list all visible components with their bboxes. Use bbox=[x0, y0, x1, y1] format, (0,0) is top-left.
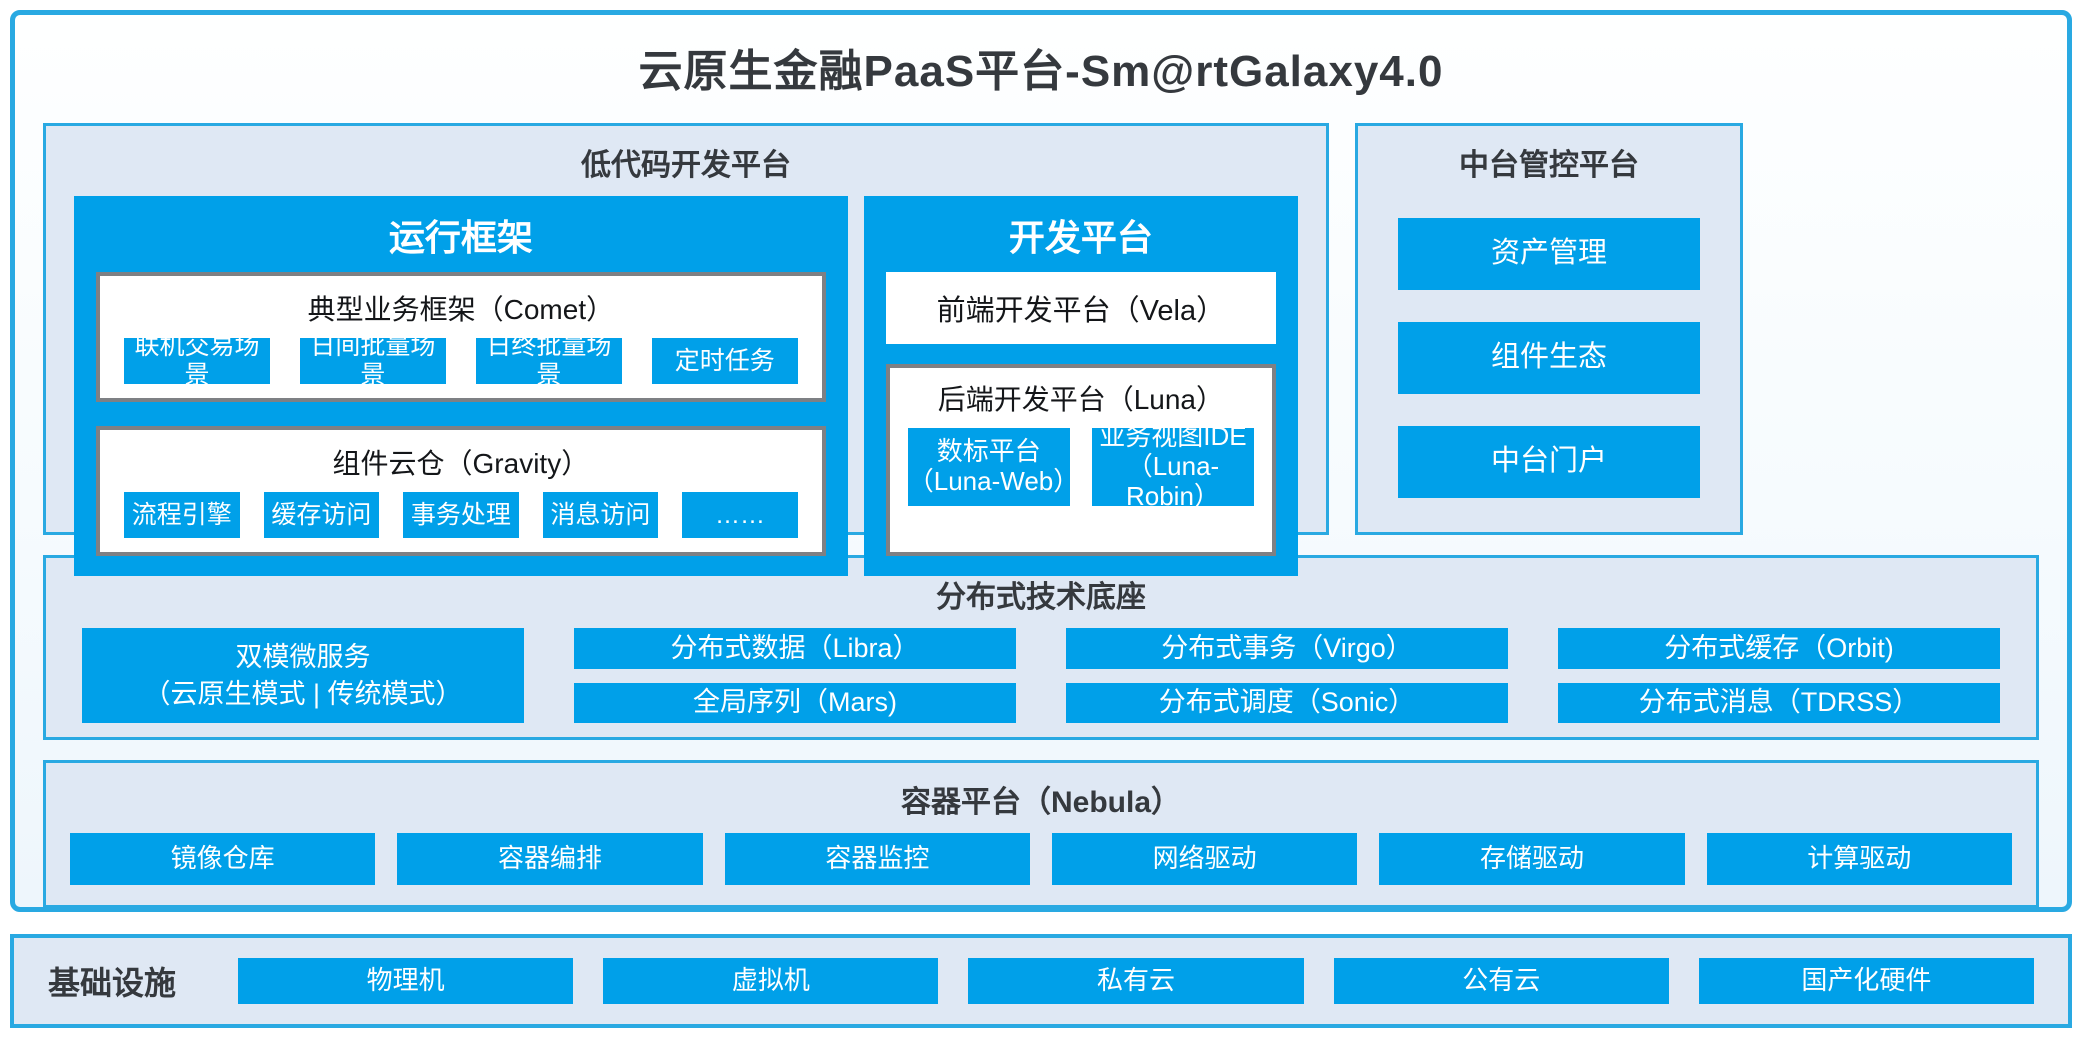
dev-platform-title: 开发平台 bbox=[1008, 217, 1153, 258]
panel-low-code-dev-platform: 低代码开发平台 运行框架 典型业务框架（Comet） 联机交易场景 日间批量场景… bbox=[43, 123, 1329, 576]
platform-frame: 云原生金融PaaS平台-Sm@rtGalaxy4.0 低代码开发平台 运行框架 … bbox=[10, 10, 2072, 912]
dual-mode-line2: （云原生模式 | 传统模式） bbox=[143, 678, 463, 709]
node-process-engine: 流程引擎 bbox=[124, 492, 240, 538]
low-code-panel-title: 低代码开发平台 bbox=[581, 149, 791, 182]
node-frontend-dev-platform-vela: 前端开发平台（Vela） bbox=[885, 272, 1276, 344]
node-dual-mode-microservice: 双模微服务 （云原生模式 | 传统模式） bbox=[82, 628, 524, 723]
container-platform-items: 镜像仓库 容器编排 容器监控 网络驱动 存储驱动 计算驱动 bbox=[46, 831, 2036, 885]
runtime-framework-title: 运行框架 bbox=[388, 217, 533, 258]
mid-platform-items: 资产管理 组件生态 中台门户 bbox=[1358, 194, 1740, 538]
distributed-column-2: 分布式事务（Virgo） 分布式调度（Sonic） bbox=[1066, 628, 1508, 723]
node-physical-machine: 物理机 bbox=[238, 958, 574, 1004]
node-public-cloud: 公有云 bbox=[1333, 958, 1669, 1004]
node-luna-robin: 业务视图IDE （Luna-Robin） bbox=[1091, 421, 1254, 511]
gravity-title: 组件云仓（Gravity） bbox=[332, 448, 590, 479]
node-message-access: 消息访问 bbox=[542, 492, 659, 538]
panel-distributed-tech-base: 分布式技术底座 双模微服务 （云原生模式 | 传统模式） 分布式数据（Libra… bbox=[43, 555, 2039, 740]
node-intraday-batch-scenario: 日间批量场景 bbox=[299, 332, 446, 389]
node-distributed-transaction-virgo: 分布式事务（Virgo） bbox=[1066, 628, 1508, 669]
luna-robin-code: （Luna-Robin） bbox=[1125, 451, 1220, 511]
node-image-registry: 镜像仓库 bbox=[70, 833, 376, 885]
comet-title: 典型业务框架（Comet） bbox=[307, 294, 615, 325]
diagram-title: 云原生金融PaaS平台-Sm@rtGalaxy4.0 bbox=[638, 47, 1444, 96]
node-eod-batch-scenario: 日终批量场景 bbox=[475, 332, 622, 389]
node-storage-driver: 存储驱动 bbox=[1379, 833, 1685, 885]
node-domestic-hardware: 国产化硬件 bbox=[1698, 958, 2035, 1004]
box-comet-framework: 典型业务框架（Comet） 联机交易场景 日间批量场景 日终批量场景 定时任务 bbox=[96, 272, 826, 402]
node-container-orchestration: 容器编排 bbox=[397, 833, 703, 885]
node-network-driver: 网络驱动 bbox=[1051, 833, 1358, 885]
node-distributed-cache-orbit: 分布式缓存（Orbit) bbox=[1558, 628, 2000, 669]
node-private-cloud: 私有云 bbox=[968, 958, 1304, 1004]
top-row: 低代码开发平台 运行框架 典型业务框架（Comet） 联机交易场景 日间批量场景… bbox=[43, 123, 2039, 576]
luna-title: 后端开发平台（Luna） bbox=[937, 384, 1225, 415]
distributed-column-3: 分布式缓存（Orbit) 分布式消息（TDRSS） bbox=[1558, 628, 2000, 723]
node-transaction-processing: 事务处理 bbox=[403, 492, 519, 538]
infrastructure-items: 物理机 虚拟机 私有云 公有云 国产化硬件 bbox=[238, 958, 2035, 1004]
luna-web-code: （Luna-Web） bbox=[907, 466, 1080, 496]
mid-platform-title: 中台管控平台 bbox=[1459, 149, 1639, 182]
node-online-trading-scenario: 联机交易场景 bbox=[124, 332, 270, 389]
panel-infrastructure: 基础设施 物理机 虚拟机 私有云 公有云 国产化硬件 bbox=[10, 934, 2072, 1028]
infrastructure-label: 基础设施 bbox=[48, 965, 177, 1001]
panel-container-platform: 容器平台（Nebula） 镜像仓库 容器编排 容器监控 网络驱动 存储驱动 计算… bbox=[43, 760, 2039, 908]
node-asset-management: 资产管理 bbox=[1398, 218, 1700, 290]
node-distributed-scheduling-sonic: 分布式调度（Sonic） bbox=[1066, 682, 1508, 723]
box-backend-dev-platform-luna: 后端开发平台（Luna） 数标平台 （Luna-Web） 业务视图IDE （Lu… bbox=[885, 364, 1276, 556]
comet-items-row: 联机交易场景 日间批量场景 日终批量场景 定时任务 bbox=[124, 332, 798, 389]
section-dev-platform: 开发平台 前端开发平台（Vela） 后端开发平台（Luna） 数标平台 （Lun… bbox=[863, 196, 1298, 576]
node-distributed-data-libra: 分布式数据（Libra） bbox=[574, 628, 1016, 669]
panel-mid-platform-control: 中台管控平台 资产管理 组件生态 中台门户 bbox=[1355, 123, 1743, 535]
node-luna-web: 数标平台 （Luna-Web） bbox=[907, 428, 1080, 506]
node-component-ecosystem: 组件生态 bbox=[1398, 322, 1700, 394]
node-distributed-message-tdrss: 分布式消息（TDRSS） bbox=[1558, 682, 2000, 723]
luna-web-name: 数标平台 bbox=[936, 436, 1041, 467]
node-mid-platform-portal: 中台门户 bbox=[1398, 426, 1700, 498]
luna-items-row: 数标平台 （Luna-Web） 业务视图IDE （Luna-Robin） bbox=[907, 421, 1254, 511]
node-container-monitoring: 容器监控 bbox=[724, 833, 1030, 885]
node-more-ellipsis: …… bbox=[682, 492, 798, 538]
box-gravity-component-cloud: 组件云仓（Gravity） 流程引擎 缓存访问 事务处理 消息访问 …… bbox=[96, 426, 826, 556]
frame-content: 低代码开发平台 运行框架 典型业务框架（Comet） 联机交易场景 日间批量场景… bbox=[15, 123, 2067, 908]
dual-mode-line1: 双模微服务 bbox=[235, 642, 371, 673]
node-scheduled-task: 定时任务 bbox=[651, 338, 798, 384]
distributed-title: 分布式技术底座 bbox=[936, 581, 1146, 614]
low-code-body: 运行框架 典型业务框架（Comet） 联机交易场景 日间批量场景 日终批量场景 … bbox=[46, 194, 1326, 598]
node-global-sequence-mars: 全局序列（Mars) bbox=[574, 682, 1016, 723]
node-compute-driver: 计算驱动 bbox=[1706, 833, 2012, 885]
distributed-column-1: 分布式数据（Libra） 全局序列（Mars) bbox=[574, 628, 1016, 723]
node-cache-access: 缓存访问 bbox=[263, 492, 380, 538]
distributed-body: 双模微服务 （云原生模式 | 传统模式） 分布式数据（Libra） 全局序列（M… bbox=[46, 626, 2036, 737]
gravity-items-row: 流程引擎 缓存访问 事务处理 消息访问 …… bbox=[124, 492, 798, 538]
section-runtime-framework: 运行框架 典型业务框架（Comet） 联机交易场景 日间批量场景 日终批量场景 … bbox=[74, 196, 848, 576]
container-platform-title: 容器平台（Nebula） bbox=[900, 786, 1182, 819]
node-virtual-machine: 虚拟机 bbox=[603, 958, 939, 1004]
luna-robin-name: 业务视图IDE bbox=[1099, 421, 1247, 452]
